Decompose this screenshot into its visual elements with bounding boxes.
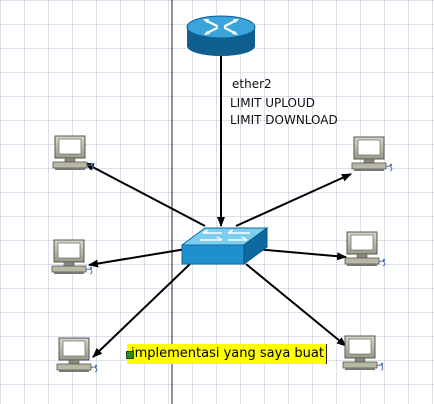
link-arrow-middle-right (254, 248, 347, 261)
pc-icon-middle-left[interactable] (51, 239, 93, 275)
interface-label: ether2 (232, 77, 272, 91)
pc-icon-middle-right[interactable] (344, 231, 386, 267)
link-arrow-bottom-left (92, 263, 191, 358)
link-arrow-middle-left (88, 248, 187, 268)
switch-icon[interactable] (180, 227, 269, 265)
note-anchor-handle[interactable] (126, 351, 134, 359)
pc-icon-bottom-left[interactable] (56, 337, 98, 373)
limit-download-label: LIMIT DOWNLOAD (230, 113, 338, 127)
note-text[interactable]: implementasi yang saya buat (127, 344, 327, 364)
pc-icon-bottom-right[interactable] (342, 335, 384, 371)
link-arrow-bottom-right (245, 263, 347, 347)
limit-upload-label: LIMIT UPLOUD (230, 96, 316, 110)
pc-icon-top-left[interactable] (52, 135, 94, 171)
pc-icon-top-right[interactable] (351, 136, 393, 172)
link-arrow-top-right (235, 173, 352, 227)
router-icon[interactable] (186, 15, 256, 56)
link-arrow-top-left (84, 162, 206, 227)
